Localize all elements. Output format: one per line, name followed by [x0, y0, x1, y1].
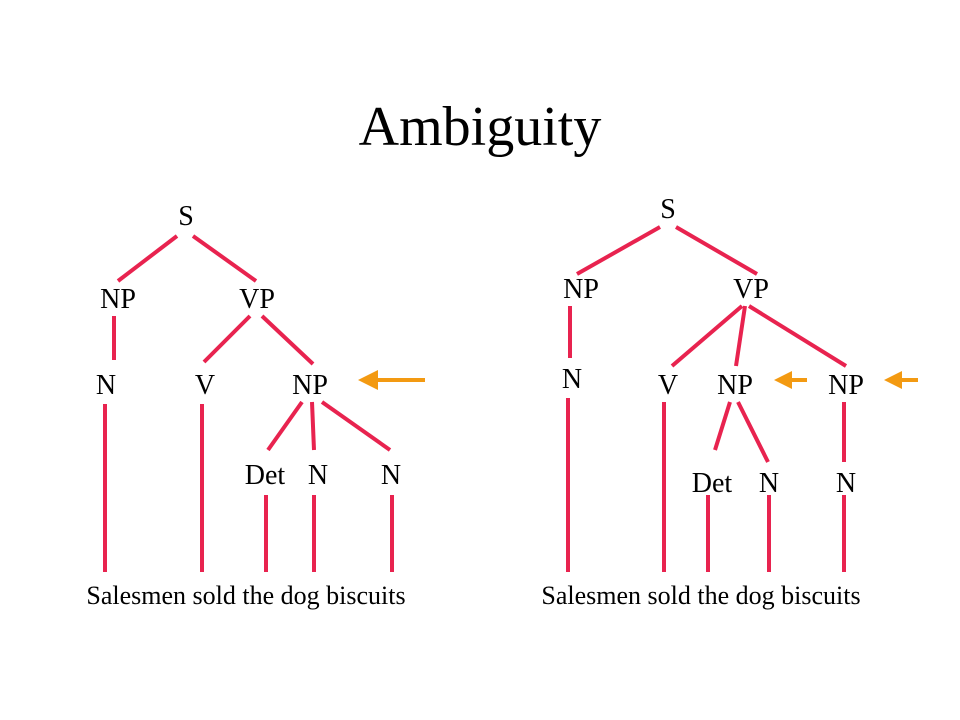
- left-edge-s-np: [116, 234, 179, 283]
- right-node-s: S: [660, 194, 676, 225]
- right-edge-s-np: [576, 225, 661, 276]
- right-node-vp: VP: [733, 274, 769, 305]
- right-node-n-dog: N: [759, 468, 779, 499]
- left-node-np-object: NP: [292, 370, 328, 401]
- left-edge-np-n2: [320, 400, 392, 452]
- right-edge-vp-np2: [747, 304, 848, 368]
- left-arrow: [358, 370, 425, 390]
- left-node-s: S: [178, 201, 194, 232]
- left-node-n-biscuits: N: [381, 460, 401, 491]
- left-node-n-subject: N: [96, 370, 116, 401]
- left-sentence: Salesmen sold the dog biscuits: [86, 581, 405, 610]
- right-arrow-1-head: [774, 371, 792, 389]
- right-sentence: Salesmen sold the dog biscuits: [541, 581, 860, 610]
- left-node-det: Det: [245, 460, 286, 491]
- left-parse-tree: S NP VP N V NP Det N N Salesmen sold the…: [86, 201, 425, 610]
- slide-title: Ambiguity: [358, 96, 602, 158]
- left-edge-vp-v: [202, 314, 252, 364]
- right-edge-vp-np1: [734, 305, 747, 367]
- right-arrow-2: [884, 371, 918, 389]
- right-tree-edges: [566, 225, 848, 572]
- right-node-n-biscuits: N: [836, 468, 856, 499]
- right-node-det: Det: [692, 468, 733, 499]
- right-arrow-2-head: [884, 371, 902, 389]
- right-node-np: NP: [563, 274, 599, 305]
- right-edge-np1-det: [713, 401, 732, 451]
- right-arrow-1: [774, 371, 807, 389]
- right-node-v: V: [658, 370, 678, 401]
- left-edge-vp-np: [260, 314, 315, 366]
- left-edge-np-n1: [310, 401, 316, 451]
- right-parse-tree: S NP VP N V NP NP Det N N Salesmen sold …: [541, 194, 918, 610]
- left-arrow-head: [358, 370, 378, 390]
- left-edge-s-vp: [191, 234, 258, 283]
- left-tree-edges: [103, 234, 394, 572]
- right-node-n-subject: N: [562, 364, 582, 395]
- left-node-n-dog: N: [308, 460, 328, 491]
- left-node-np: NP: [100, 284, 136, 315]
- right-node-np-indirect: NP: [717, 370, 753, 401]
- right-node-np-direct: NP: [828, 370, 864, 401]
- left-node-v: V: [195, 370, 215, 401]
- right-edge-s-vp: [674, 225, 759, 276]
- right-edge-np1-n: [736, 401, 770, 463]
- right-edge-vp-v: [670, 304, 744, 368]
- left-edge-np-det: [266, 400, 304, 452]
- left-node-vp: VP: [239, 284, 275, 315]
